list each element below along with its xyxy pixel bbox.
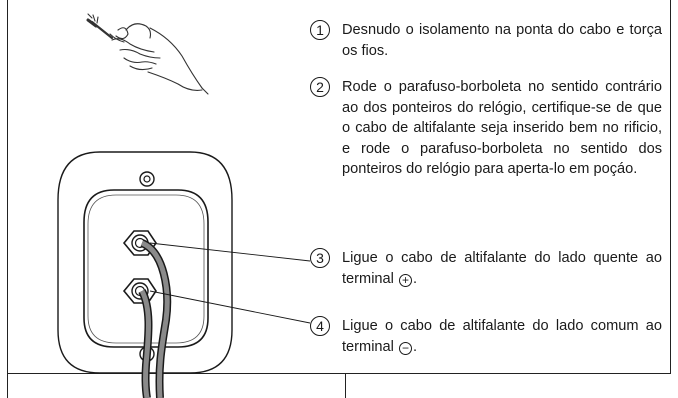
step-4-text-block: Ligue o cabo de altifalante do lado comu… (342, 316, 662, 357)
step-2: 2 Rode o parafuso-borboleta no sentido c… (310, 77, 662, 180)
speaker-terminal-plate-icon (57, 151, 233, 398)
leader-line-4 (149, 290, 311, 324)
step-4-number: 4 (310, 316, 330, 336)
step-3: 3 Ligue o cabo de altifalante do lado qu… (310, 248, 662, 289)
step-3-text-block: Ligue o cabo de altifalante do lado quen… (342, 248, 662, 289)
step-2-text: Rode o parafuso-borboleta no sentido con… (342, 79, 662, 177)
positive-terminal-symbol: + (398, 273, 412, 287)
hand-twisting-wire-icon (86, 13, 209, 95)
step-4-text: Ligue o cabo de altifalante do lado comu… (342, 318, 662, 355)
frame-divider-stub (345, 373, 346, 398)
step-1-text: Desnudo o isolamento na ponta do cabo e … (342, 22, 662, 59)
step-1: 1 Desnudo o isolamento na ponta do cabo … (310, 20, 662, 61)
step-3-number: 3 (310, 248, 330, 268)
step-2-number: 2 (310, 77, 330, 97)
negative-terminal-symbol: − (398, 341, 412, 355)
step-4-suffix: . (412, 338, 418, 355)
frame-bottom-border (7, 373, 670, 374)
step-4: 4 Ligue o cabo de altifalante do lado co… (310, 316, 662, 357)
frame-left-border (7, 0, 8, 398)
frame-right-border (670, 0, 671, 374)
step-3-suffix: . (412, 270, 418, 287)
step-1-number: 1 (310, 20, 330, 40)
leader-line-3 (149, 242, 311, 262)
step-3-text: Ligue o cabo de altifalante do lado quen… (342, 250, 662, 287)
